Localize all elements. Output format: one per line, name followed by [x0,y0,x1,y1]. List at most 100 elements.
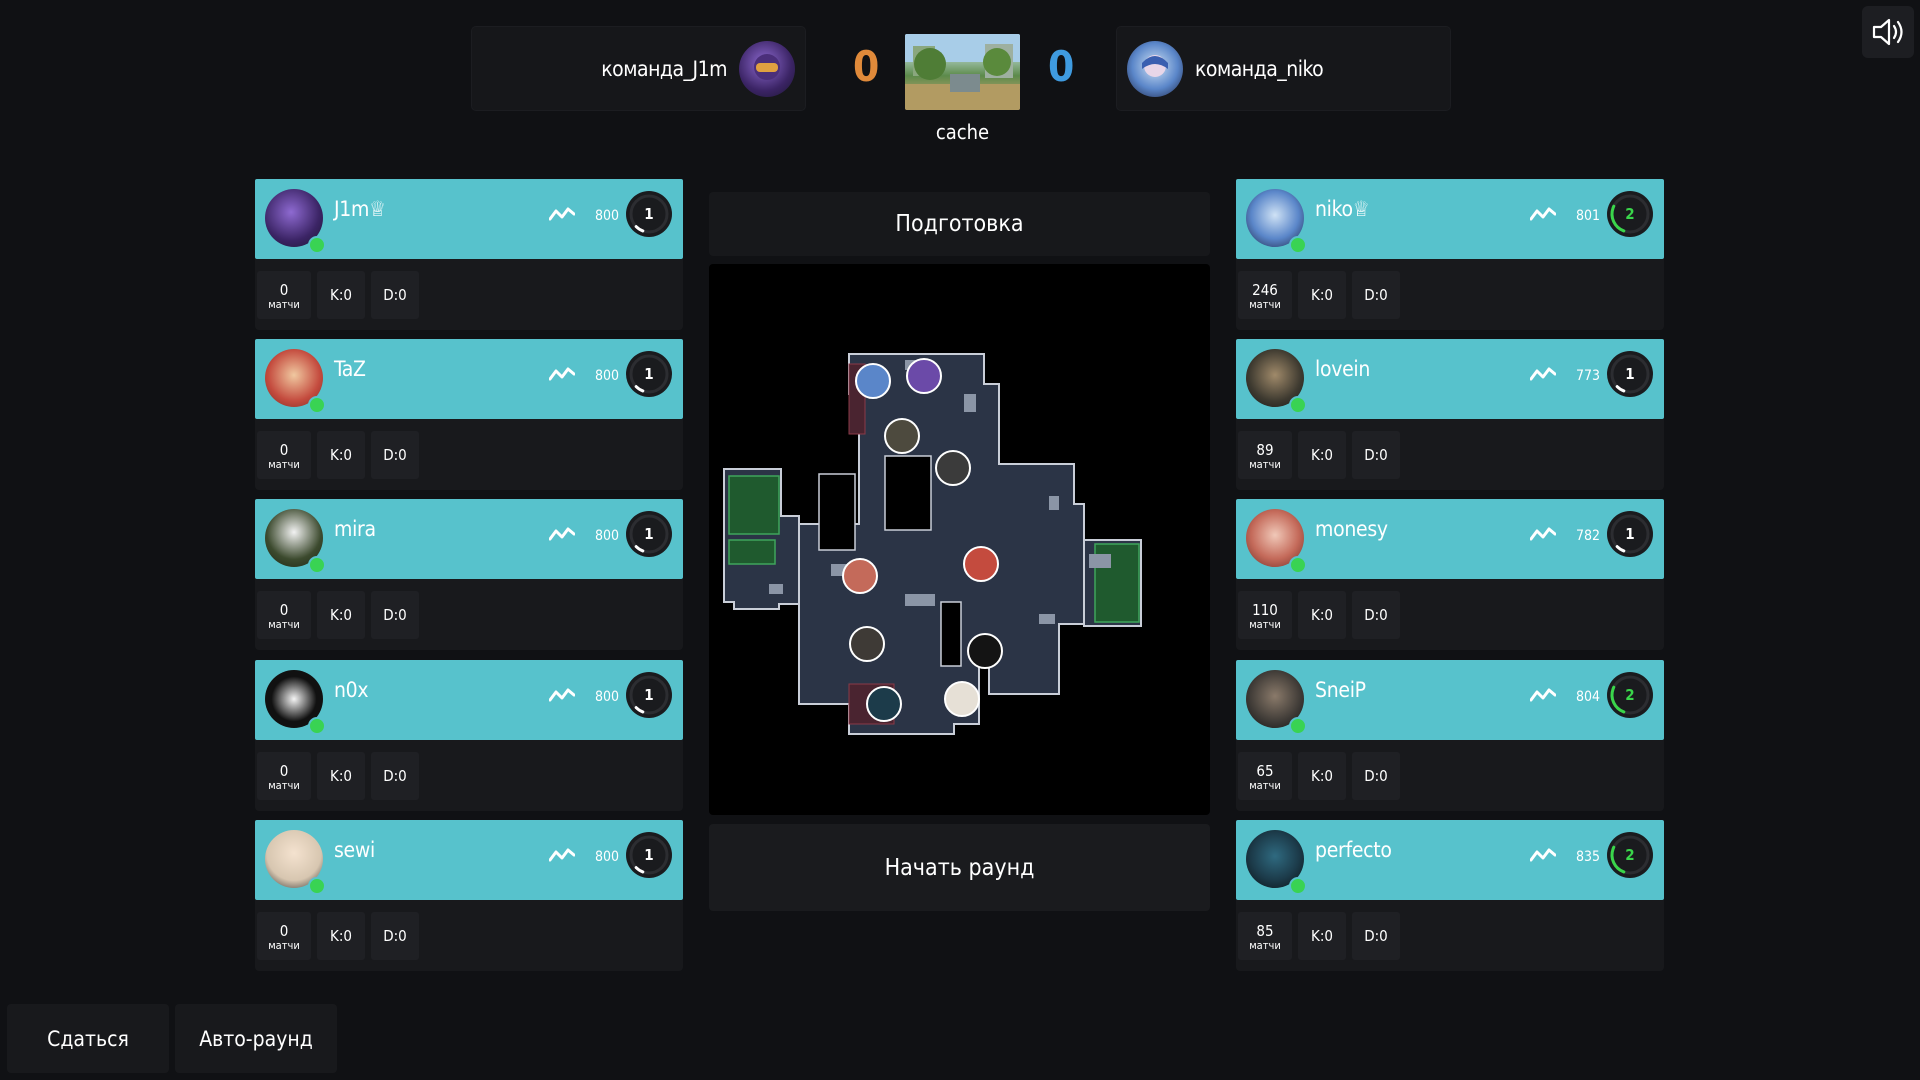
stats-graph-icon[interactable] [549,365,575,383]
kills-stat: K:0 [317,431,365,479]
player-elo: 800 [595,689,620,705]
player-stats: 0 матчи K:0 D:0 [255,740,683,811]
kills-value: K:0 [1311,767,1333,785]
online-status-dot [308,717,326,735]
stats-graph-icon[interactable] [549,525,575,543]
level-value: 2 [1625,686,1635,704]
deaths-value: D:0 [1364,927,1388,945]
matches-label: матчи [1249,778,1281,792]
stats-graph-icon[interactable] [1530,846,1556,864]
matches-stat: 0 матчи [257,591,311,639]
stats-graph-icon[interactable] [1530,365,1556,383]
map-thumbnail [905,34,1020,110]
player-elo: 800 [595,208,620,224]
matches-stat: 0 матчи [257,431,311,479]
player-stats: 89 матчи K:0 D:0 [1236,419,1664,490]
player-stats: 0 матчи K:0 D:0 [255,419,683,490]
matches-count: 0 [279,440,289,459]
level-badge: 1 [626,191,672,237]
player-row: niko♕ 801 2 246 матчи K:0 D:0 [1236,179,1664,330]
matches-stat: 0 матчи [257,271,311,319]
player-markers [842,358,1003,722]
player-row: n0x 800 1 0 матчи K:0 D:0 [255,660,683,811]
start-round-label: Начать раунд [884,854,1035,881]
sound-toggle-button[interactable] [1862,6,1914,58]
level-value: 2 [1625,846,1635,864]
kills-value: K:0 [330,767,352,785]
team-right-header: команда_niko [1117,27,1450,110]
matches-stat: 85 матчи [1238,912,1292,960]
matches-label: матчи [1249,938,1281,952]
kills-value: K:0 [330,286,352,304]
stats-graph-icon[interactable] [549,205,575,223]
kills-stat: K:0 [1298,912,1346,960]
matches-label: матчи [1249,457,1281,471]
level-badge: 2 [1607,832,1653,878]
player-card[interactable]: n0x 800 1 [255,660,683,740]
deaths-stat: D:0 [371,271,419,319]
player-stats: 0 матчи K:0 D:0 [255,259,683,330]
player-row: TaZ 800 1 0 матчи K:0 D:0 [255,339,683,490]
deaths-stat: D:0 [371,591,419,639]
team-right-avatar [1127,40,1183,97]
player-stats: 85 матчи K:0 D:0 [1236,900,1664,971]
player-card[interactable]: perfecto 835 2 [1236,820,1664,900]
matches-count: 0 [279,921,289,940]
stats-graph-icon[interactable] [1530,686,1556,704]
online-status-dot [1289,556,1307,574]
level-value: 1 [644,525,654,543]
player-elo: 801 [1576,208,1601,224]
player-stats: 110 матчи K:0 D:0 [1236,579,1664,650]
player-card[interactable]: niko♕ 801 2 [1236,179,1664,259]
kills-stat: K:0 [1298,752,1346,800]
kills-stat: K:0 [1298,271,1346,319]
matches-stat: 0 матчи [257,912,311,960]
online-status-dot [1289,877,1307,895]
stats-graph-icon[interactable] [1530,525,1556,543]
stats-graph-icon[interactable] [549,846,575,864]
player-name: perfecto [1315,838,1392,862]
kills-value: K:0 [330,606,352,624]
kills-value: K:0 [1311,286,1333,304]
online-status-dot [308,396,326,414]
kills-stat: K:0 [317,752,365,800]
player-name: SneiP [1315,678,1366,702]
player-card[interactable]: lovein 773 1 [1236,339,1664,419]
player-card[interactable]: TaZ 800 1 [255,339,683,419]
player-name: TaZ [334,357,366,381]
matches-count: 0 [279,280,289,299]
player-name: J1m♕ [334,197,386,221]
team-left-header: команда_J1m [472,27,805,110]
matches-count: 65 [1256,761,1274,780]
kills-stat: K:0 [317,271,365,319]
player-elo: 804 [1576,689,1601,705]
player-name: n0x [334,678,369,702]
player-card[interactable]: SneiP 804 2 [1236,660,1664,740]
kills-stat: K:0 [1298,591,1346,639]
player-card[interactable]: mira 800 1 [255,499,683,579]
start-round-button[interactable]: Начать раунд [709,824,1210,911]
surrender-label: Сдаться [47,1026,129,1051]
surrender-button[interactable]: Сдаться [7,1004,169,1073]
level-value: 1 [644,365,654,383]
online-status-dot [308,877,326,895]
matches-label: матчи [1249,297,1281,311]
deaths-value: D:0 [383,286,407,304]
level-value: 1 [644,205,654,223]
team-left-avatar [739,40,795,97]
player-card[interactable]: sewi 800 1 [255,820,683,900]
deaths-value: D:0 [1364,446,1388,464]
player-card[interactable]: J1m♕ 800 1 [255,179,683,259]
level-value: 1 [1625,525,1635,543]
player-name: niko♕ [1315,197,1370,221]
online-status-dot [1289,396,1307,414]
player-stats: 0 матчи K:0 D:0 [255,579,683,650]
score-left: 0 [853,42,880,91]
stats-graph-icon[interactable] [1530,205,1556,223]
deaths-stat: D:0 [1352,591,1400,639]
matches-stat: 0 матчи [257,752,311,800]
stats-graph-icon[interactable] [549,686,575,704]
matches-count: 89 [1256,440,1274,459]
player-card[interactable]: monesy 782 1 [1236,499,1664,579]
auto-round-button[interactable]: Авто-раунд [175,1004,337,1073]
